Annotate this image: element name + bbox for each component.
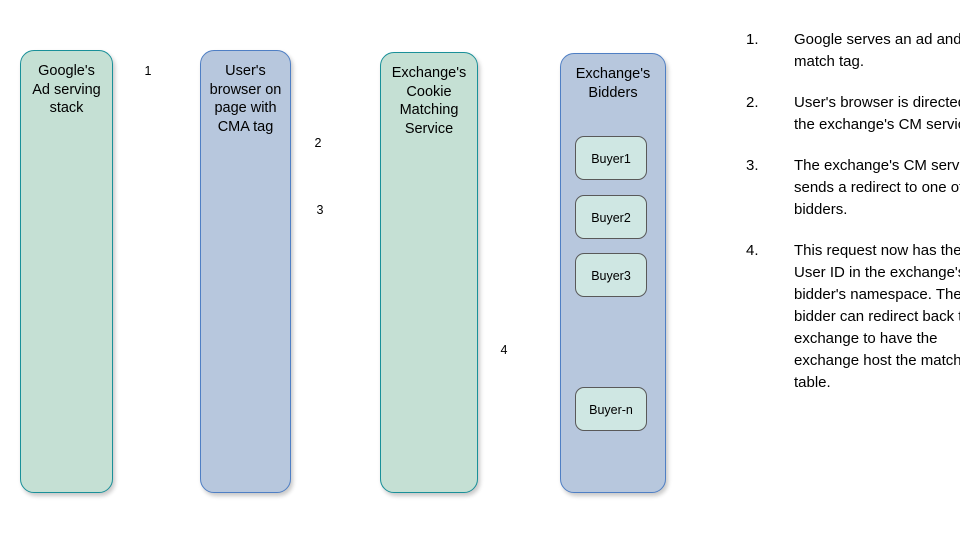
buyer-box-n[interactable]: Buyer-n (575, 387, 647, 431)
step-text: Google serves an ad and a match tag. (794, 31, 960, 70)
step-text: The exchange's CM service sends a redire… (794, 157, 960, 218)
arrow-label-2: 2 (314, 136, 322, 150)
list-item: 1. Google serves an ad and a match tag. (746, 29, 960, 73)
step-number: 2. (746, 94, 759, 111)
box-google-ad-serving-stack[interactable]: Google's Ad serving stack (20, 50, 113, 493)
step-number: 4. (746, 242, 759, 259)
arrow-label-1: 1 (144, 64, 152, 78)
box-exchange-cookie-matching-service[interactable]: Exchange's Cookie Matching Service (380, 52, 478, 493)
step-text: This request now has the User ID in the … (794, 242, 960, 391)
step-number: 3. (746, 157, 759, 174)
step-number: 1. (746, 31, 759, 48)
steps-list: 1. Google serves an ad and a match tag. … (706, 29, 960, 413)
buyer-box-3[interactable]: Buyer3 (575, 253, 647, 297)
buyer-box-1[interactable]: Buyer1 (575, 136, 647, 180)
box-user-browser[interactable]: User's browser on page with CMA tag (200, 50, 291, 493)
arrow-label-4: 4 (500, 343, 508, 357)
arrow-label-3: 3 (316, 203, 324, 217)
list-item: 3. The exchange's CM service sends a red… (746, 155, 960, 221)
list-item: 4. This request now has the User ID in t… (746, 240, 960, 394)
step-text: User's browser is directed to the exchan… (794, 94, 960, 133)
buyer-box-2[interactable]: Buyer2 (575, 195, 647, 239)
list-item: 2. User's browser is directed to the exc… (746, 92, 960, 136)
